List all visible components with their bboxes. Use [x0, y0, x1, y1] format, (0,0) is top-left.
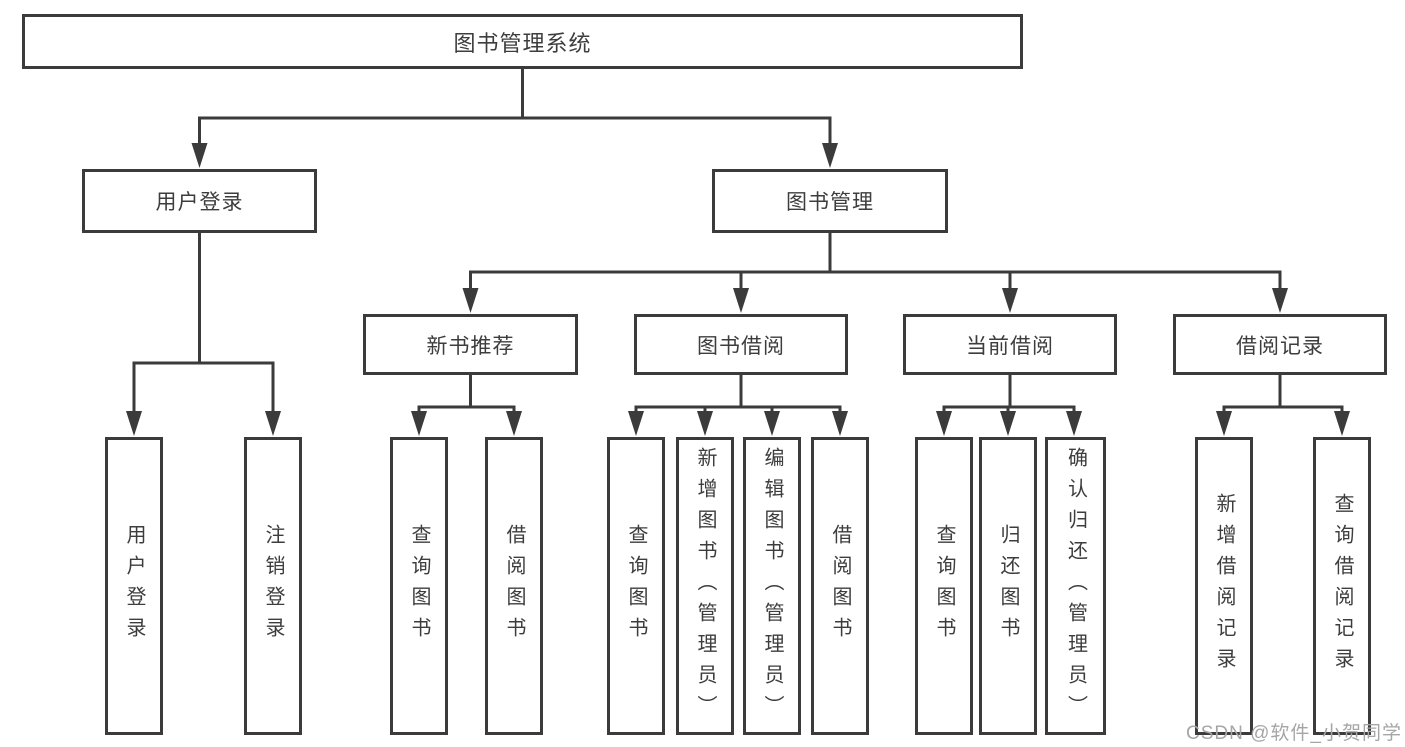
- node-nb-query-books: 查询图书: [390, 437, 448, 735]
- node-cb-confirm-return-admin-label: 确认归还（管理员）: [1064, 446, 1087, 726]
- node-book-management: 图书管理: [712, 169, 948, 233]
- connector-newbooks-to-children: [417, 375, 516, 414]
- node-bb-borrow-books-label: 借阅图书: [829, 524, 851, 648]
- node-borrow-records-label: 借阅记录: [1236, 334, 1324, 358]
- node-new-book-recommend: 新书推荐: [363, 314, 578, 375]
- arrowhead: [1000, 411, 1016, 436]
- arrowhead: [1002, 288, 1018, 313]
- node-br-add-record: 新增借阅记录: [1195, 437, 1253, 735]
- node-bb-add-books-admin: 新增图书（管理员）: [676, 437, 734, 735]
- arrowhead: [1272, 288, 1288, 313]
- node-bb-query-books-label: 查询图书: [625, 524, 647, 648]
- node-current-borrow: 当前借阅: [903, 314, 1117, 375]
- node-logout-label: 注销登录: [262, 524, 284, 648]
- node-bb-edit-books-admin: 编辑图书（管理员）: [743, 437, 801, 735]
- node-nb-borrow-books-label: 借阅图书: [503, 524, 525, 648]
- connector-bookborrow-to-children: [634, 375, 842, 414]
- node-bb-borrow-books: 借阅图书: [811, 437, 869, 735]
- arrowhead: [191, 143, 208, 168]
- node-bb-edit-books-admin-label: 编辑图书（管理员）: [761, 446, 783, 726]
- arrowhead: [936, 411, 952, 436]
- node-cb-return-books: 归还图书: [979, 437, 1037, 735]
- node-cb-confirm-return-admin: 确认归还（管理员）: [1045, 437, 1106, 735]
- arrowhead: [506, 411, 522, 436]
- arrowhead: [822, 143, 838, 168]
- connector-userlogin-to-children: [132, 233, 275, 414]
- node-login: 用户登录: [105, 437, 163, 735]
- arrowhead: [733, 288, 749, 313]
- connector-currentborrow-to-children: [942, 375, 1076, 414]
- arrowhead: [697, 411, 713, 436]
- node-bb-query-books: 查询图书: [607, 437, 665, 735]
- arrowhead: [462, 288, 479, 313]
- node-book-management-label: 图书管理: [786, 191, 874, 214]
- node-book-borrow-label: 图书借阅: [697, 334, 785, 358]
- node-user-login-label: 用户登录: [155, 191, 244, 214]
- node-br-query-record: 查询借阅记录: [1313, 437, 1371, 735]
- node-bb-add-books-admin-label: 新增图书（管理员）: [694, 446, 716, 726]
- node-book-borrow: 图书借阅: [634, 314, 848, 375]
- connector-borrowrecords-to-children: [1222, 375, 1344, 414]
- node-root-label: 图书管理系统: [453, 30, 592, 56]
- arrowhead: [832, 411, 848, 436]
- node-user-login: 用户登录: [82, 169, 317, 233]
- node-new-book-recommend-label: 新书推荐: [426, 334, 515, 358]
- node-cb-return-books-label: 归还图书: [997, 524, 1019, 648]
- arrowhead: [764, 411, 780, 436]
- node-cb-query-books-label: 查询图书: [933, 524, 955, 648]
- arrowhead: [1334, 411, 1350, 436]
- node-root: 图书管理系统: [22, 14, 1023, 69]
- node-current-borrow-label: 当前借阅: [966, 334, 1054, 358]
- arrowhead: [126, 411, 142, 436]
- node-nb-borrow-books: 借阅图书: [485, 437, 543, 735]
- node-br-add-record-label: 新增借阅记录: [1213, 493, 1235, 679]
- node-login-label: 用户登录: [123, 524, 145, 648]
- node-borrow-records: 借阅记录: [1173, 314, 1387, 375]
- arrowhead: [265, 411, 281, 436]
- arrowhead: [1066, 411, 1082, 436]
- node-br-query-record-label: 查询借阅记录: [1331, 493, 1353, 679]
- node-nb-query-books-label: 查询图书: [408, 524, 430, 648]
- node-logout: 注销登录: [244, 437, 302, 735]
- arrowhead: [1216, 411, 1232, 436]
- node-cb-query-books: 查询图书: [915, 437, 973, 735]
- arrowhead: [628, 411, 644, 436]
- arrowhead: [411, 411, 427, 436]
- watermark: CSDN @软件_小贺同学: [1186, 723, 1402, 744]
- connector-bookmgmt-to-level3: [469, 233, 1282, 291]
- connector-root-to-level2: [198, 69, 832, 146]
